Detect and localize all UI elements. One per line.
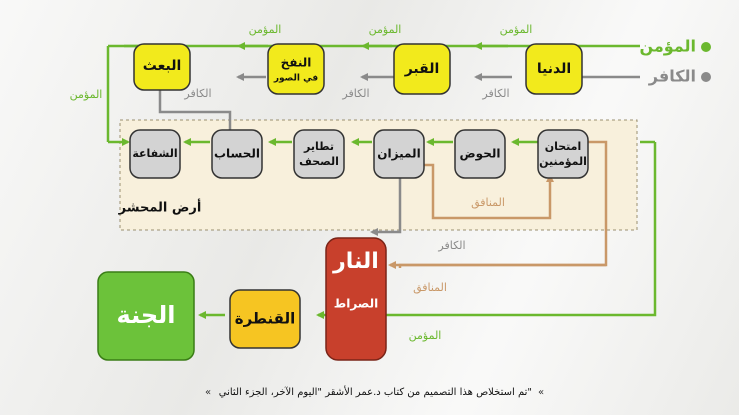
node-hisab: الحساب: [211, 129, 263, 179]
node-qantara-label: القنطرة: [235, 310, 296, 328]
node-tatayur-label-1: تطاير: [303, 140, 334, 153]
edge-label-disbeliever-3: الكافر: [183, 87, 211, 100]
node-dunya-label: الدنيا: [537, 61, 571, 77]
node-sirat-label: الصراط: [334, 297, 378, 311]
node-mizan: الميزان: [373, 129, 425, 179]
node-nafkh-label-2: في الصور: [273, 74, 318, 84]
node-hawd: الحوض: [454, 129, 506, 179]
edge-label-disbeliever-4: الكافر: [437, 239, 465, 252]
legend-believer-label: المؤمن: [639, 37, 696, 56]
node-janna: الجنة: [97, 271, 195, 361]
believer-path-middle: [183, 138, 657, 319]
edge-label-disbeliever-1: الكافر: [481, 87, 509, 100]
credit-line: « تم استخلاص هذا التصميم من كتاب د.عمر ا…: [205, 385, 544, 398]
gathering-plain-label: أرض المحشر: [118, 199, 202, 216]
node-hawd-label: الحوض: [460, 147, 501, 162]
legend-believer-dot: [701, 42, 711, 52]
credit-arrow-left: «: [205, 387, 211, 398]
legend: المؤمن الكافر: [639, 37, 711, 86]
disbeliever-path-middle: [370, 175, 402, 236]
node-nar-label: النار: [332, 249, 379, 274]
edge-label-hypocrite-1: المنافق: [471, 196, 505, 210]
node-imtihan-label-2: المؤمنين: [539, 155, 587, 168]
credit-text: تم استخلاص هذا التصميم من كتاب د.عمر الأ…: [219, 385, 532, 398]
edge-label-believer-3: المؤمن: [249, 23, 282, 36]
node-nafkh-label-1: النفخ: [281, 56, 312, 70]
node-hisab-label: الحساب: [214, 147, 260, 161]
node-qantara: القنطرة: [229, 289, 301, 349]
node-qabr: القبر: [393, 43, 451, 95]
node-nar: النار الصراط: [325, 237, 387, 361]
node-imtihan: امتحان المؤمنين: [537, 129, 589, 179]
hypocrite-path: [388, 140, 608, 269]
legend-disbeliever-label: الكافر: [648, 67, 696, 86]
node-nafkh: النفخ في الصور: [267, 43, 325, 95]
edge-label-hypocrite-2: المنافق: [413, 281, 447, 295]
edge-label-believer-4: المؤمن: [70, 88, 103, 101]
edge-label-believer-5: المؤمن: [409, 329, 442, 342]
node-dunya: الدنيا: [525, 43, 583, 95]
edge-label-believer-1: المؤمن: [500, 23, 533, 36]
legend-disbeliever-dot: [701, 72, 711, 82]
node-janna-label: الجنة: [117, 301, 176, 329]
node-bath-label: البعث: [143, 58, 182, 74]
node-bath: البعث: [133, 43, 191, 91]
node-qabr-label: القبر: [404, 61, 440, 77]
node-tatayur-label-2: الصحف: [299, 155, 339, 168]
edge-label-believer-2: المؤمن: [369, 23, 402, 36]
node-shafaa-label: الشفاعة: [132, 147, 177, 160]
node-mizan-label: الميزان: [377, 147, 420, 161]
edge-label-disbeliever-2: الكافر: [341, 87, 369, 100]
node-imtihan-label-1: امتحان: [545, 140, 582, 153]
node-tatayur: تطاير الصحف: [293, 129, 345, 179]
credit-arrow-right: «: [538, 387, 544, 398]
node-shafaa: الشفاعة: [129, 129, 181, 179]
